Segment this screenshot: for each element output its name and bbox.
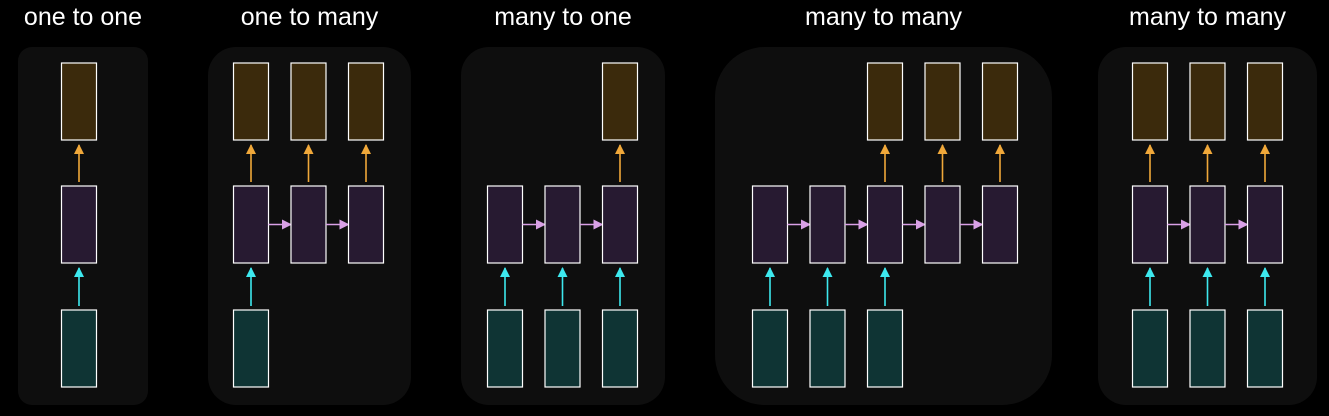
output-box	[232, 62, 270, 141]
hidden-box	[232, 185, 270, 264]
input-box	[866, 309, 904, 388]
input-box	[1131, 309, 1169, 388]
hidden-box	[809, 185, 846, 264]
hidden-box	[601, 185, 639, 264]
input-box	[601, 309, 639, 388]
hidden-box	[544, 185, 581, 264]
panel-title: one to one	[23, 3, 143, 31]
output-box	[601, 62, 639, 141]
input-box	[486, 309, 524, 388]
output-box	[1246, 62, 1284, 141]
input-box	[751, 309, 789, 388]
hidden-box	[290, 185, 327, 264]
hidden-box	[981, 185, 1019, 264]
hidden-box	[347, 185, 385, 264]
output-box	[924, 62, 961, 141]
output-box	[866, 62, 904, 141]
panel-title: many to many	[804, 3, 963, 31]
hidden-box	[60, 185, 98, 264]
output-box	[60, 62, 98, 141]
input-box	[232, 309, 270, 388]
hidden-box	[486, 185, 524, 264]
output-box	[981, 62, 1019, 141]
output-box	[1131, 62, 1169, 141]
hidden-box	[924, 185, 961, 264]
hidden-box	[1189, 185, 1226, 264]
input-box	[544, 309, 581, 388]
input-box	[1246, 309, 1284, 388]
input-box	[60, 309, 98, 388]
hidden-box	[1246, 185, 1284, 264]
output-box	[1189, 62, 1226, 141]
hidden-box	[866, 185, 904, 264]
output-box	[290, 62, 327, 141]
hidden-box	[751, 185, 789, 264]
input-box	[1189, 309, 1226, 388]
panel-title: many to one	[494, 3, 632, 31]
output-box	[347, 62, 385, 141]
hidden-box	[1131, 185, 1169, 264]
panel-title: one to many	[240, 3, 379, 31]
panel-title: many to many	[1128, 3, 1287, 31]
input-box	[809, 309, 846, 388]
